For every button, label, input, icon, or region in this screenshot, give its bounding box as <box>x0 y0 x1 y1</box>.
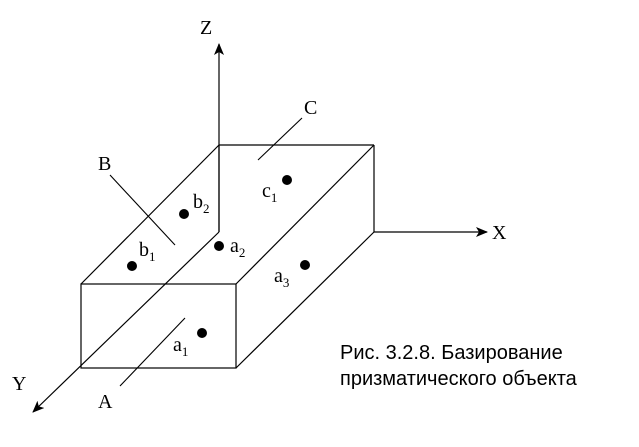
prism-bottom-right-edge <box>235 231 375 369</box>
y-axis-label: Y <box>12 373 26 395</box>
point-a3-dot <box>300 260 310 270</box>
point-a2-label: a2 <box>230 235 245 260</box>
point-b2-dot <box>179 209 189 219</box>
prism-top-left-edge <box>80 144 220 285</box>
leader-b <box>109 174 176 246</box>
point-a1-index: 1 <box>182 344 189 359</box>
prism-front-face <box>80 283 237 369</box>
x-axis-label: X <box>492 222 507 244</box>
point-b2-index: 2 <box>203 201 210 216</box>
point-b2-label: b2 <box>193 191 210 216</box>
point-a3-index: 3 <box>283 275 290 290</box>
z-axis-label: Z <box>200 17 212 39</box>
face-label-b: B <box>98 153 111 175</box>
face-label-c: C <box>304 97 317 119</box>
prism <box>80 144 375 369</box>
figure-caption-line-2: призматического объекта <box>340 368 578 390</box>
point-c1-dot <box>282 175 292 185</box>
point-b1-dot <box>127 261 137 271</box>
point-a1-label: a1 <box>173 334 188 359</box>
y-axis <box>32 231 220 413</box>
point-b1-base: b <box>139 239 149 261</box>
face-label-a: A <box>98 391 113 413</box>
leader-a <box>119 317 186 387</box>
figure-caption-line-1: Рис. 3.2.8. Базирование <box>340 342 563 364</box>
prism-top-right-edge <box>235 144 375 285</box>
point-a1-dot <box>197 328 207 338</box>
point-a3-base: a <box>274 265 283 287</box>
leader-c <box>257 117 303 161</box>
point-a2-index: 2 <box>239 245 246 260</box>
point-b1-label: b1 <box>139 239 156 264</box>
point-a3-label: a3 <box>274 265 289 290</box>
point-a2-base: a <box>230 235 239 257</box>
point-c1-index: 1 <box>271 190 278 205</box>
point-c1-base: c <box>262 180 271 202</box>
point-a1-base: a <box>173 334 182 356</box>
point-a2-dot <box>214 241 224 251</box>
point-b1-index: 1 <box>149 249 156 264</box>
point-b2-base: b <box>193 191 203 213</box>
point-c1-label: c1 <box>262 180 277 205</box>
